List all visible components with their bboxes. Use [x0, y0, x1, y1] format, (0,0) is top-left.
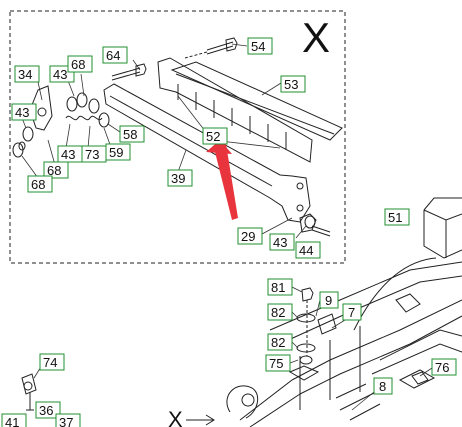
callout-81: 81 [267, 278, 293, 296]
svg-text:43: 43 [15, 105, 29, 120]
svg-text:54: 54 [251, 39, 265, 54]
callout-59: 59 [105, 143, 131, 161]
callout-68-c: 68 [27, 175, 53, 193]
callout-36: 36 [35, 401, 61, 419]
detail-linework [12, 37, 343, 237]
callout-74: 74 [39, 353, 65, 371]
overview-leader-lines [33, 286, 433, 411]
overview-linework [21, 197, 462, 427]
svg-text:52: 52 [206, 129, 220, 144]
callout-8: 8 [373, 377, 393, 395]
callout-53: 53 [280, 75, 306, 93]
svg-text:37: 37 [59, 415, 73, 427]
view-marker-arrow [186, 414, 215, 426]
svg-text:8: 8 [379, 379, 386, 394]
svg-text:51: 51 [388, 210, 402, 225]
svg-text:43: 43 [273, 235, 287, 250]
svg-text:68: 68 [47, 163, 61, 178]
callout-37: 37 [55, 413, 81, 427]
callout-43-b: 43 [11, 103, 37, 121]
detail-view-frame [9, 10, 346, 264]
callout-82-a: 82 [267, 303, 293, 321]
callout-73: 73 [81, 145, 107, 163]
svg-text:76: 76 [435, 360, 449, 375]
svg-text:58: 58 [123, 127, 137, 142]
callout-52: 52 [202, 127, 228, 145]
svg-text:41: 41 [5, 415, 19, 427]
svg-text:34: 34 [18, 67, 32, 82]
callout-54: 54 [247, 37, 273, 55]
svg-text:68: 68 [31, 177, 45, 192]
callout-64: 64 [102, 46, 128, 64]
callout-41: 41 [1, 413, 27, 427]
svg-text:44: 44 [299, 243, 313, 258]
detail-view-label: X [302, 14, 330, 61]
callout-44: 44 [295, 241, 321, 259]
callout-51: 51 [384, 208, 410, 226]
svg-text:74: 74 [43, 355, 57, 370]
svg-text:82: 82 [271, 335, 285, 350]
svg-text:36: 36 [39, 403, 53, 418]
callout-76: 76 [431, 358, 457, 376]
callout-7: 7 [342, 303, 362, 321]
callout-34: 34 [14, 65, 40, 83]
pointer-arrow [214, 144, 238, 220]
svg-text:59: 59 [109, 145, 123, 160]
callouts: 64 54 53 34 43 68 43 43 73 68 68 58 59 5… [1, 37, 457, 427]
callout-75: 75 [265, 354, 291, 372]
svg-text:9: 9 [325, 293, 332, 308]
svg-text:73: 73 [85, 147, 99, 162]
callout-9: 9 [319, 291, 339, 309]
svg-text:29: 29 [241, 229, 255, 244]
callout-43-d: 43 [269, 233, 295, 251]
svg-text:64: 64 [106, 48, 120, 63]
pointer-arrow-head [206, 140, 232, 154]
svg-text:53: 53 [284, 77, 298, 92]
svg-text:82: 82 [271, 305, 285, 320]
callout-58: 58 [119, 125, 145, 143]
svg-text:75: 75 [269, 356, 283, 371]
callout-29: 29 [237, 227, 263, 245]
svg-text:7: 7 [348, 305, 355, 320]
svg-text:81: 81 [271, 280, 285, 295]
callout-43-c: 43 [57, 145, 83, 163]
svg-text:39: 39 [171, 171, 185, 186]
svg-text:43: 43 [53, 67, 67, 82]
svg-text:68: 68 [71, 57, 85, 72]
svg-text:43: 43 [61, 147, 75, 162]
callout-68-a: 68 [67, 55, 93, 73]
callout-43-a: 43 [49, 65, 75, 83]
callout-68-b: 68 [43, 161, 69, 179]
callout-39: 39 [167, 169, 193, 187]
view-marker-label: X [168, 407, 183, 427]
callout-82-b: 82 [267, 333, 293, 351]
